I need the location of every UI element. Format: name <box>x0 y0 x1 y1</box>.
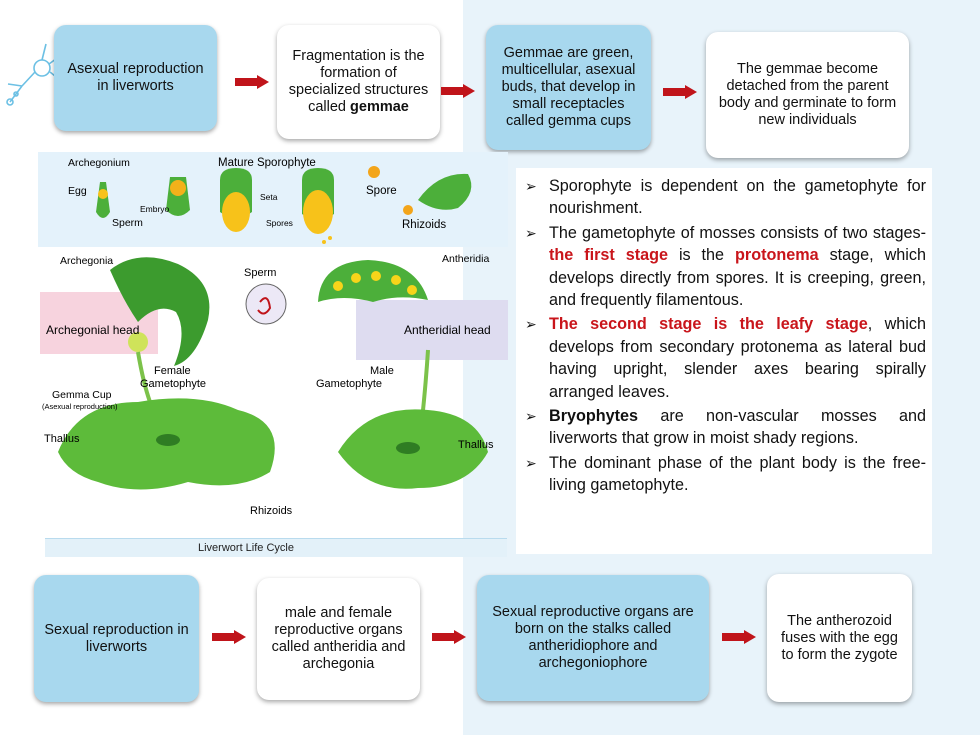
arrow-icon <box>212 630 246 644</box>
flow-text-bold: gemmae <box>350 99 409 115</box>
flow-text: Fragmentation is the formation of specia… <box>288 48 429 115</box>
flow-text: Sexual reproductive organs are born on t… <box>492 604 694 671</box>
label-spores: Spores <box>266 218 293 228</box>
germinating-spore <box>403 173 472 215</box>
flow-box-detached: The gemmae become detached from the pare… <box>706 32 909 158</box>
label-thallus-left: Thallus <box>44 433 80 445</box>
label-sperm-top: Sperm <box>112 217 143 229</box>
bullet-panel <box>516 168 932 554</box>
label-sperm-mid: Sperm <box>244 267 276 279</box>
flow-text: Sexual reproduction in liverworts <box>44 621 189 655</box>
sporophyte-mature <box>302 168 334 244</box>
flow-text: The antherozoid fuses with the egg to fo… <box>781 612 898 663</box>
thallus-right <box>338 409 488 489</box>
flow-text: Gemmae are green, multicellular, asexual… <box>501 45 636 129</box>
flow-text: The gemmae become detached from the pare… <box>718 61 897 128</box>
label-spore: Spore <box>366 185 397 197</box>
sperm-circle <box>245 283 287 325</box>
label-female-line2: Gametophyte <box>140 378 206 390</box>
arrow-bullet-icon: ➢ <box>525 178 537 194</box>
flow-text: male and female reproductive organs call… <box>271 605 406 672</box>
antheridial-head-box <box>356 300 508 360</box>
arrow-bullet-icon: ➢ <box>525 454 537 471</box>
flow-text: Asexual reproduction in liverworts <box>67 61 204 94</box>
arrow-icon <box>722 630 756 644</box>
arrow-bullet-icon: ➢ <box>525 224 537 241</box>
spore-dot <box>368 166 380 178</box>
flow-box-sexual: Sexual reproduction in liverworts <box>34 575 199 702</box>
thallus-left <box>58 398 275 490</box>
bullet-item: ➢Bryophytes are non-vascular mosses and … <box>525 407 926 448</box>
label-rhizoids-bottom: Rhizoids <box>250 505 293 517</box>
label-antheridial-head: Antheridial head <box>404 323 491 337</box>
bullet-list: ➢Sporophyte is dependent on the gametoph… <box>522 175 926 499</box>
flow-box-organs: male and female reproductive organs call… <box>257 578 420 700</box>
flow-box-asexual: Asexual reproduction in liverworts <box>54 25 217 131</box>
label-embryo: Embryo <box>140 204 170 214</box>
flow-box-stalks: Sexual reproductive organs are born on t… <box>477 575 709 701</box>
bullet-item: ➢ The second stage is the leafy stage, w… <box>525 315 926 401</box>
label-female-line1: Female <box>154 365 191 377</box>
label-gemma-cup: Gemma Cup <box>52 389 112 401</box>
flow-box-zygote: The antherozoid fuses with the egg to fo… <box>767 574 912 702</box>
label-archegonial-head: Archegonial head <box>46 323 139 337</box>
bullet-item: ➢Sporophyte is dependent on the gametoph… <box>525 177 926 218</box>
label-seta: Seta <box>260 192 278 202</box>
arrow-icon <box>663 85 697 99</box>
label-egg: Egg <box>68 185 87 197</box>
sporophyte-young <box>220 168 252 232</box>
label-asexual-note: (Asexual reproduction) <box>42 402 118 411</box>
liverwort-life-cycle-diagram: Archegonium Mature Sporophyte Egg Embryo… <box>38 152 508 517</box>
arrow-icon <box>235 75 269 89</box>
label-mature-sporophyte: Mature Sporophyte <box>218 157 316 169</box>
neuron-icon <box>6 43 61 106</box>
flow-box-gemmae: Gemmae are green, multicellular, asexual… <box>486 25 651 150</box>
label-thallus-right: Thallus <box>458 439 494 451</box>
flow-box-fragmentation: Fragmentation is the formation of specia… <box>277 25 440 139</box>
label-rhizoids-top: Rhizoids <box>402 219 446 231</box>
arrow-icon <box>432 630 466 644</box>
label-antheridia: Antheridia <box>442 253 489 265</box>
bullet-item: ➢The dominant phase of the plant body is… <box>525 453 926 495</box>
archegonium-structure <box>96 182 110 218</box>
label-male-line1: Male <box>370 365 394 377</box>
bullet-item: ➢The gametophyte of mosses consists of t… <box>525 223 926 310</box>
arrow-bullet-icon: ➢ <box>525 316 537 333</box>
label-archegonium: Archegonium <box>68 157 130 169</box>
embryo-structure <box>166 177 190 216</box>
label-archegonia: Archegonia <box>60 255 113 267</box>
diagram-caption: Liverwort Life Cycle <box>45 538 507 557</box>
arrow-bullet-icon: ➢ <box>525 408 537 425</box>
arrow-icon <box>441 84 475 98</box>
label-male-line2: Gametophyte <box>316 378 382 390</box>
